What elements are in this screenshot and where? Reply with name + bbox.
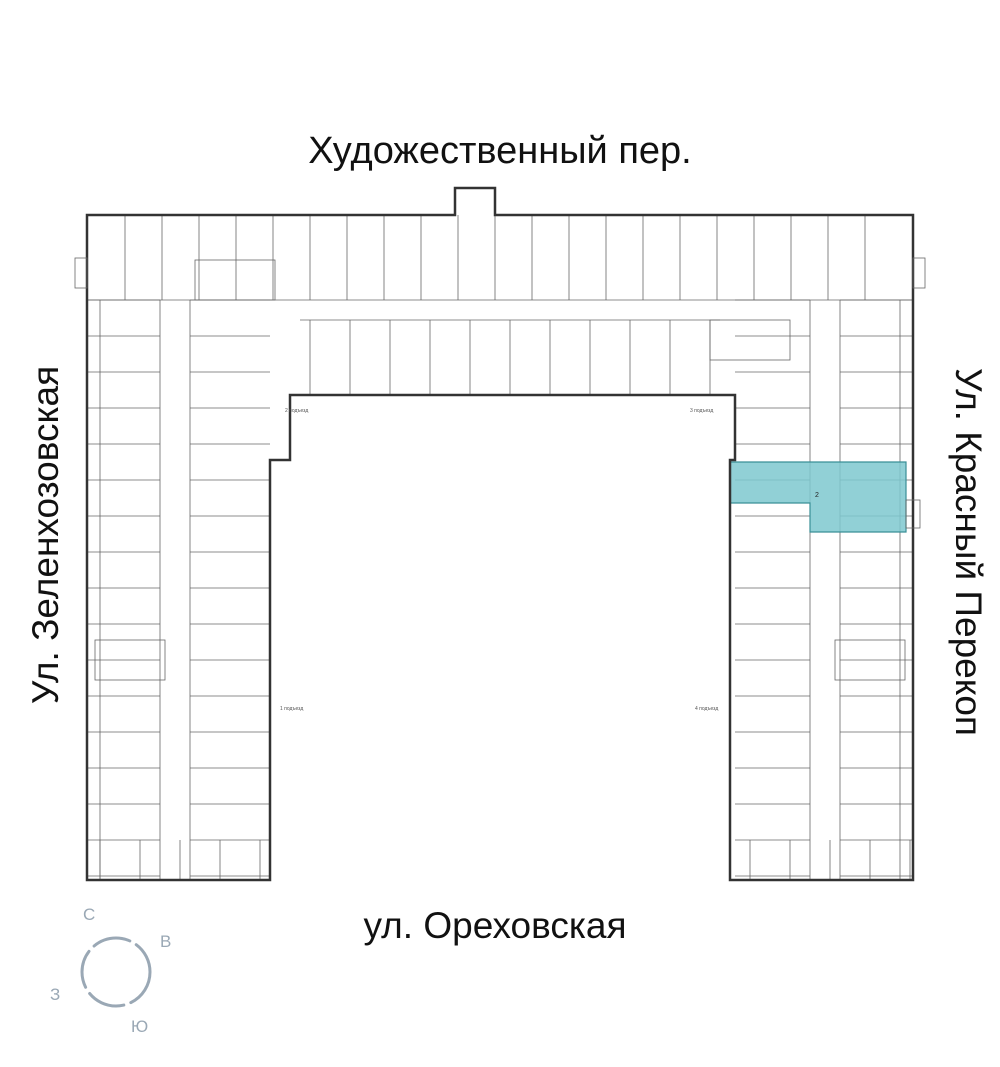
- compass-icon: [80, 936, 152, 1008]
- balcony: [905, 499, 921, 529]
- building-outline: [85, 186, 915, 882]
- street-label-top: Художественный пер.: [308, 130, 692, 172]
- entrance-label: 2 подъезд: [285, 408, 308, 414]
- compass-east: В: [160, 932, 172, 951]
- street-label-bottom: ул. Ореховская: [363, 905, 627, 946]
- room-partitions: [87, 215, 913, 880]
- highlighted-apartment-rooms: 2: [815, 492, 819, 499]
- room: [194, 259, 276, 301]
- balcony: [912, 257, 926, 289]
- compass-west: З: [50, 985, 61, 1004]
- entrance-label: 4 подъезд: [695, 706, 718, 712]
- entrance-label: 3 подъезд: [690, 408, 713, 414]
- entrance-label: 1 подъезд: [280, 706, 303, 712]
- room: [834, 639, 906, 681]
- room: [94, 639, 166, 681]
- compass-south: Ю: [131, 1017, 149, 1036]
- compass-north: С: [83, 905, 96, 924]
- balcony: [74, 257, 88, 289]
- room: [709, 319, 791, 361]
